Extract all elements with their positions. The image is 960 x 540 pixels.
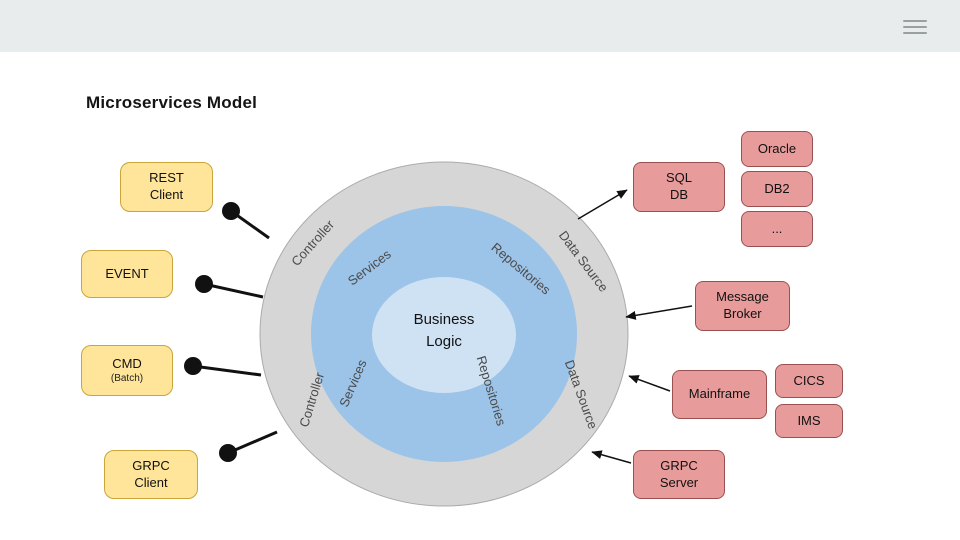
node-oracle: Oracle bbox=[741, 131, 813, 167]
node-grpc-server: GRPC Server bbox=[633, 450, 725, 499]
node-cics: CICS bbox=[775, 364, 843, 398]
business-logic-label: Business Logic bbox=[413, 311, 475, 350]
arrow-grpc-server bbox=[591, 450, 632, 464]
cmd-sub-label: (Batch) bbox=[110, 373, 144, 385]
node-rest-client: REST Client bbox=[120, 162, 213, 212]
node-cmd-batch: CMD (Batch) bbox=[81, 345, 173, 396]
dot-cmd bbox=[184, 357, 202, 375]
dot-rest-client bbox=[222, 202, 240, 220]
dot-event bbox=[195, 275, 213, 293]
node-ims: IMS bbox=[775, 404, 843, 438]
dot-grpc-client bbox=[219, 444, 237, 462]
arrow-sql-db bbox=[577, 189, 628, 220]
node-grpc-client: GRPC Client bbox=[104, 450, 198, 499]
app-header bbox=[0, 0, 960, 52]
node-message-broker: Message Broker bbox=[695, 281, 790, 331]
node-event: EVENT bbox=[81, 250, 173, 298]
node-mainframe: Mainframe bbox=[672, 370, 767, 419]
connector-event bbox=[203, 282, 264, 299]
node-more-databases: ... bbox=[741, 211, 813, 247]
cmd-label: CMD bbox=[112, 355, 142, 371]
datasource-arrows bbox=[577, 189, 693, 464]
page-title: Microservices Model bbox=[86, 93, 258, 112]
node-db2: DB2 bbox=[741, 171, 813, 207]
connector-dots bbox=[184, 202, 240, 462]
inner-ring-business-logic bbox=[372, 277, 516, 393]
node-sql-db: SQL DB bbox=[633, 162, 725, 212]
arrow-message-broker bbox=[625, 305, 693, 320]
connector-cmd bbox=[192, 364, 262, 377]
hamburger-menu-icon[interactable] bbox=[903, 20, 927, 34]
arrow-mainframe bbox=[628, 375, 671, 392]
